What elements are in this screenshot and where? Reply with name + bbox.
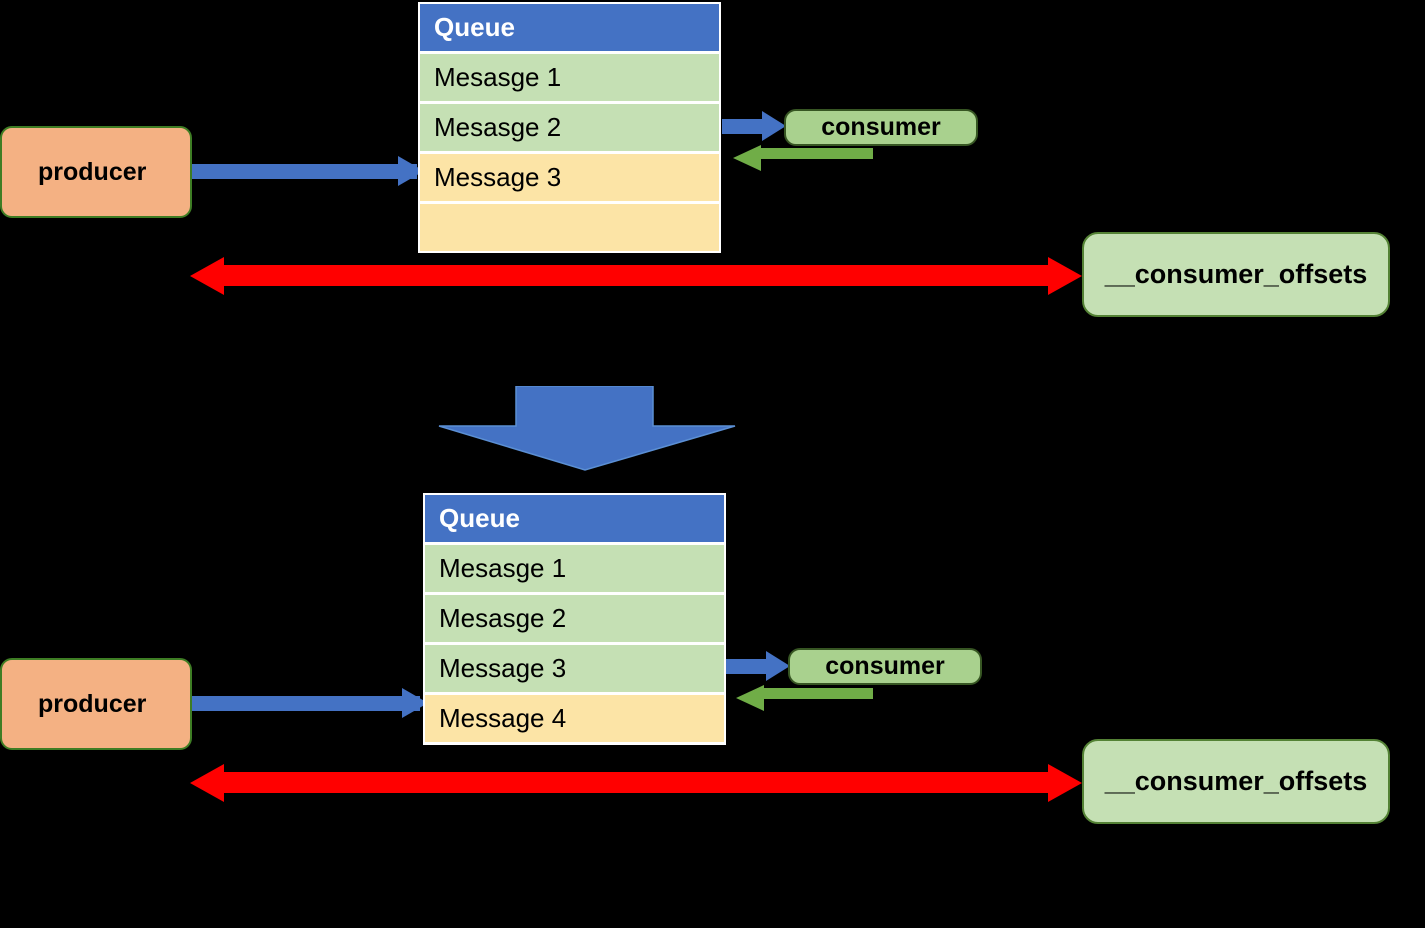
consumer-offsets-node-stage-one[interactable]: __consumer_offsets — [1082, 232, 1390, 317]
consumer-commit-arrow-head-stage-one — [733, 145, 761, 171]
queue-row: Message 3 — [425, 645, 724, 692]
offsets-sync-arrow-head-left-stage-two — [190, 764, 224, 802]
queue-row: Mesasge 2 — [420, 104, 719, 151]
queue-row: Message 4 — [425, 695, 724, 742]
consumer-node-stage-two[interactable]: consumer — [788, 648, 982, 685]
producer-label: producer — [38, 157, 147, 186]
queue-row: Mesasge 2 — [425, 595, 724, 642]
producer-node-stage-one[interactable]: producer — [0, 126, 192, 218]
queue-header-stage-one: Queue — [420, 4, 719, 51]
producer-to-queue-arrow-shaft-stage-one — [192, 164, 417, 179]
consumer-node-stage-one[interactable]: consumer — [784, 109, 978, 146]
queue-row: Mesasge 1 — [425, 545, 724, 592]
queue-table-stage-one: Queue Mesasge 1 Mesasge 2 Message 3 — [418, 2, 721, 253]
offsets-sync-arrow-shaft-stage-one — [222, 265, 1062, 286]
consumer-label: consumer — [825, 652, 945, 680]
queue-to-consumer-arrow-shaft-stage-one — [722, 119, 768, 134]
offsets-sync-arrow-head-left-stage-one — [190, 257, 224, 295]
queue-to-consumer-arrow-head-stage-one — [762, 111, 786, 141]
consumer-commit-arrow-shaft-stage-one — [760, 148, 873, 159]
consumer-label: consumer — [821, 113, 941, 141]
queue-to-consumer-arrow-head-stage-two — [766, 651, 790, 681]
consumer-offsets-label: __consumer_offsets — [1104, 259, 1368, 289]
queue-row: Mesasge 1 — [420, 54, 719, 101]
producer-label: producer — [38, 689, 147, 718]
consumer-offsets-label: __consumer_offsets — [1104, 766, 1368, 796]
producer-node-stage-two[interactable]: producer — [0, 658, 192, 750]
queue-to-consumer-arrow-shaft-stage-two — [726, 659, 772, 674]
offsets-sync-arrow-shaft-stage-two — [222, 772, 1062, 793]
consumer-commit-arrow-shaft-stage-two — [763, 688, 873, 699]
offsets-sync-arrow-head-right-stage-one — [1048, 257, 1082, 295]
transition-down-arrow-icon — [438, 386, 736, 471]
queue-header-stage-two: Queue — [425, 495, 724, 542]
offsets-sync-arrow-head-right-stage-two — [1048, 764, 1082, 802]
queue-table-stage-two: Queue Mesasge 1 Mesasge 2 Message 3 Mess… — [423, 493, 726, 745]
queue-row: Message 3 — [420, 154, 719, 201]
consumer-offsets-node-stage-two[interactable]: __consumer_offsets — [1082, 739, 1390, 824]
queue-row — [420, 204, 719, 251]
consumer-commit-arrow-head-stage-two — [736, 685, 764, 711]
producer-to-queue-arrow-shaft-stage-two — [192, 696, 420, 711]
